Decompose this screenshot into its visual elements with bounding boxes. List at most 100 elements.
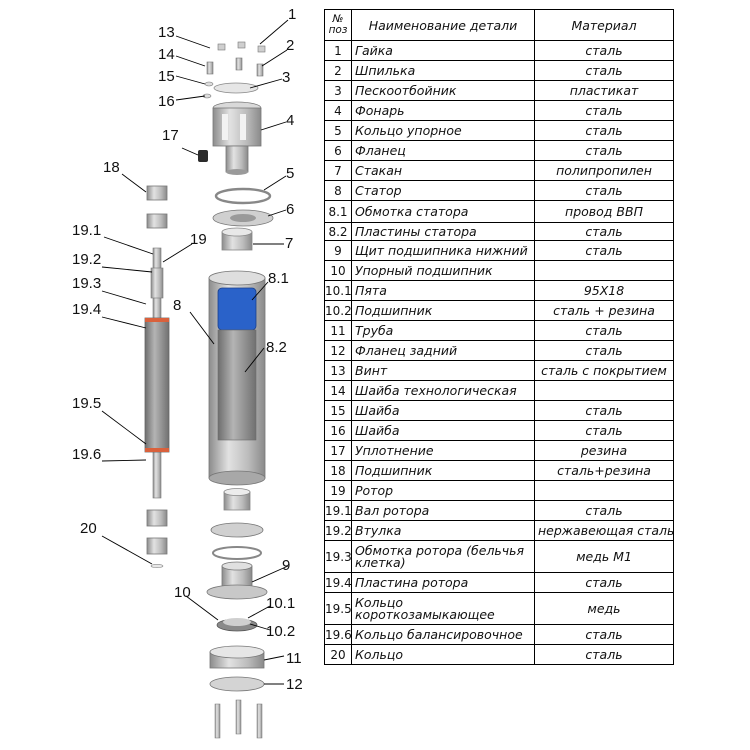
- row-name: Ротор: [351, 480, 535, 501]
- stator-winding-part-8-1: [217, 287, 257, 331]
- row-name: Фланец: [351, 140, 535, 161]
- row-pos: 16: [324, 420, 352, 441]
- row-material: провод ВВП: [534, 200, 674, 223]
- row-name: Пластина ротора: [351, 572, 535, 593]
- row-material: 95Х18: [534, 280, 674, 301]
- row-material: сталь: [534, 60, 674, 81]
- row-material: медь М1: [534, 540, 674, 573]
- bearing-part-18: [146, 185, 168, 229]
- row-name: Пластины статора: [351, 222, 535, 241]
- row-material: сталь: [534, 40, 674, 61]
- row-pos: 10.2: [324, 300, 352, 321]
- row-pos: 6: [324, 140, 352, 161]
- row-name: Упорный подшипник: [351, 260, 535, 281]
- row-material: сталь: [534, 140, 674, 161]
- row-pos: 20: [324, 644, 352, 665]
- row-material: сталь: [534, 624, 674, 645]
- row-material: сталь: [534, 120, 674, 141]
- stator-plates-part-8-2: [217, 329, 257, 441]
- row-name: Винт: [351, 360, 535, 381]
- row-name: Подшипник: [351, 460, 535, 481]
- leader-lines: [101, 19, 289, 685]
- row-material: сталь: [534, 222, 674, 241]
- row-material: сталь: [534, 420, 674, 441]
- label-5: 5: [286, 165, 294, 182]
- label-19-2: 19.2: [72, 251, 101, 268]
- row-pos: 19.1: [324, 500, 352, 521]
- short-circuit-ring-part-19-5: [145, 318, 169, 322]
- label-18: 18: [103, 159, 120, 176]
- exploded-view-diagram: 1 2 3 4 5 6 7 8.1 8 8.2 9 10 10.1 10.2 1…: [72, 6, 303, 739]
- row-material: сталь: [534, 572, 674, 593]
- row-name: Кольцо: [351, 644, 535, 665]
- row-name: Кольцо балансировочное: [351, 624, 535, 645]
- label-10-2: 10.2: [266, 623, 295, 640]
- ring-part-20: [150, 564, 164, 568]
- row-pos: 7: [324, 160, 352, 181]
- row-name: Подшипник: [351, 300, 535, 321]
- row-material: сталь: [534, 500, 674, 521]
- row-material: сталь+резина: [534, 460, 674, 481]
- label-8: 8: [173, 297, 181, 314]
- row-name: Шайба: [351, 420, 535, 441]
- row-material: [534, 480, 674, 501]
- row-name: Вал ротора: [351, 500, 535, 521]
- header-pos: № поз: [324, 9, 352, 41]
- row-name: Кольцо короткозамыкающее: [351, 592, 535, 625]
- row-material: полипропилен: [534, 160, 674, 181]
- label-19-6: 19.6: [72, 446, 101, 463]
- row-name: Шайба технологическая: [351, 380, 535, 401]
- label-15: 15: [158, 68, 175, 85]
- seal-part-17: [198, 150, 208, 162]
- row-material: нержавеющая сталь: [534, 520, 674, 541]
- row-name: Кольцо упорное: [351, 120, 535, 141]
- row-pos: 19.4: [324, 572, 352, 593]
- label-13: 13: [158, 24, 175, 41]
- row-name: Пята: [351, 280, 535, 301]
- row-name: Стакан: [351, 160, 535, 181]
- label-19-4: 19.4: [72, 301, 101, 318]
- thrust-bearing-part-10: [216, 618, 258, 632]
- row-pos: 19.5: [324, 592, 352, 625]
- label-1: 1: [288, 6, 296, 23]
- balancing-ring-part-19-6: [145, 448, 169, 452]
- row-name: Фланец задний: [351, 340, 535, 361]
- row-material: сталь: [534, 340, 674, 361]
- row-material: сталь с покрытием: [534, 360, 674, 381]
- row-pos: 14: [324, 380, 352, 401]
- row-material: [534, 260, 674, 281]
- sand-deflector-part-3: [213, 82, 259, 94]
- lower-cup: [223, 488, 251, 511]
- rear-flange-part-12: [209, 676, 265, 692]
- row-pos: 13: [324, 360, 352, 381]
- table-header-row: № поз Наименование детали Материал: [324, 9, 674, 41]
- retaining-ring-part-5: [214, 187, 272, 205]
- label-19-3: 19.3: [72, 275, 101, 292]
- label-8-2: 8.2: [266, 339, 287, 356]
- row-name: Обмотка статора: [351, 200, 535, 223]
- label-10: 10: [174, 584, 191, 601]
- row-material: сталь + резина: [534, 300, 674, 321]
- label-16: 16: [158, 93, 175, 110]
- label-14: 14: [158, 46, 175, 63]
- lantern-part-4: [212, 101, 262, 175]
- row-pos: 1: [324, 40, 352, 61]
- row-pos: 8.1: [324, 200, 352, 223]
- row-pos: 2: [324, 60, 352, 81]
- row-name: Обмотка ротора (бельчья клетка): [351, 540, 535, 573]
- row-name: Гайка: [351, 40, 535, 61]
- row-material: [534, 380, 674, 401]
- rotor-part-19: [144, 247, 170, 499]
